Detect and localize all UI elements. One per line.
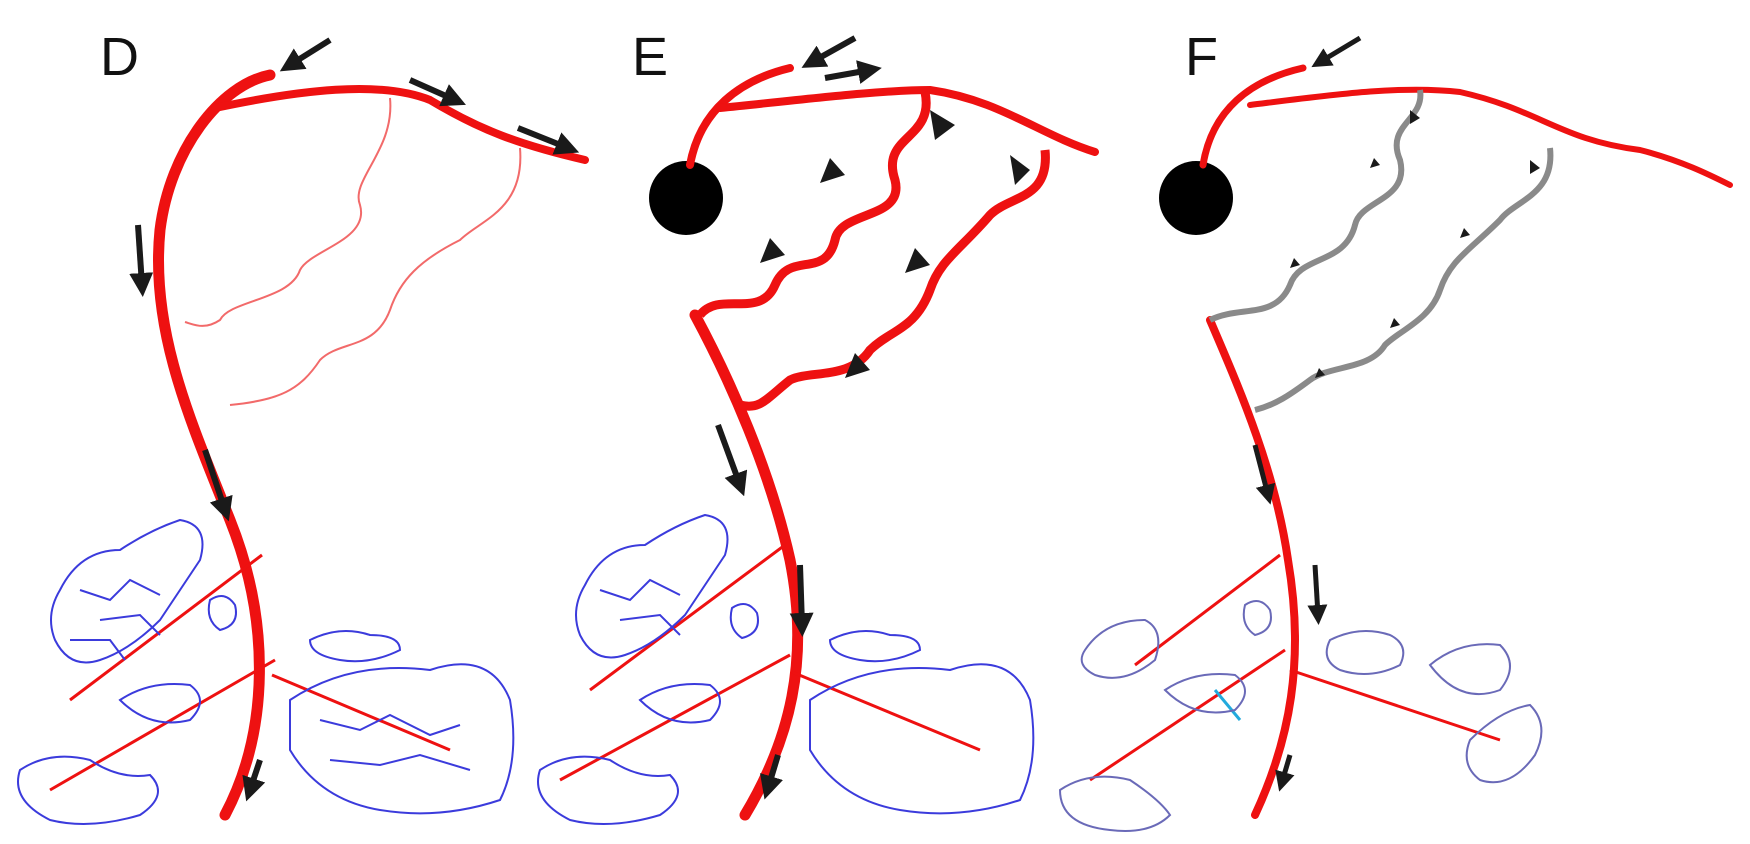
flow-arrow [759, 754, 783, 800]
main-artery [1199, 64, 1307, 169]
main-artery [1206, 316, 1300, 819]
thin-collateral [184, 97, 392, 327]
regressed-collateral [1254, 147, 1554, 413]
occlusion-marker [649, 161, 723, 235]
flow-arrowhead [1010, 155, 1030, 185]
panel-label-f: F [1185, 27, 1218, 87]
arrowheads [760, 110, 1030, 378]
enlarged-collateral [738, 149, 1050, 411]
flow-arrowhead [1370, 158, 1380, 168]
flow-arrow [1252, 444, 1276, 505]
flow-arrow [129, 224, 154, 297]
flow-arrow [242, 759, 266, 802]
panel-f [1058, 35, 1733, 832]
upper-branch [1247, 86, 1733, 188]
flow-arrow [202, 449, 233, 522]
flow-arrowhead [820, 158, 845, 183]
flow-arrowhead [760, 238, 785, 263]
main-artery [686, 64, 794, 169]
flow-arrows [1252, 35, 1362, 792]
side-branch [271, 673, 451, 752]
flow-arrowhead [930, 110, 955, 140]
side-branch [69, 553, 263, 702]
side-branch [589, 543, 786, 692]
flow-arrowhead [845, 353, 870, 378]
side-branch [559, 653, 791, 782]
flow-arrow [801, 35, 857, 68]
occlusion-marker [1159, 161, 1233, 235]
flow-arrow [715, 423, 748, 497]
side-branch [791, 670, 981, 752]
flow-arrow [789, 564, 814, 637]
flow-arrowhead [905, 248, 930, 273]
flow-arrows [715, 35, 882, 800]
flow-arrow [516, 125, 580, 155]
panel-e [537, 35, 1099, 825]
flow-arrowhead [1315, 368, 1325, 378]
flow-arrowhead [1410, 110, 1420, 124]
flow-arrow [408, 77, 466, 107]
alternate-branch [1213, 689, 1242, 721]
capillary-bed [17, 518, 515, 825]
arrowheads [1290, 110, 1540, 378]
flow-arrow [824, 60, 882, 84]
upper-branch [211, 84, 589, 164]
side-branch [1089, 648, 1286, 782]
flow-arrow [279, 37, 332, 72]
flow-arrow [1275, 754, 1295, 792]
upper-branch [716, 85, 1099, 156]
side-branch [1134, 553, 1281, 667]
flow-arrowhead [1460, 228, 1470, 238]
flow-arrowhead [1390, 318, 1400, 328]
flow-arrowhead [1290, 258, 1300, 268]
panel-label-d: D [100, 27, 139, 87]
flow-arrowhead [1530, 160, 1540, 174]
main-artery [689, 309, 804, 821]
flow-arrow [1307, 564, 1328, 625]
panel-label-e: E [632, 27, 669, 87]
panel-d [17, 37, 589, 825]
side-branch [1289, 668, 1501, 742]
flow-arrows [129, 37, 580, 802]
side-branch [49, 658, 276, 792]
main-artery [152, 69, 276, 821]
regressed-collateral [1208, 89, 1424, 323]
capillary-bed [537, 513, 1035, 825]
thin-collateral [229, 147, 522, 406]
flow-arrow [1311, 35, 1362, 68]
capillary-bed [1058, 600, 1543, 832]
enlarged-collateral [696, 91, 931, 319]
